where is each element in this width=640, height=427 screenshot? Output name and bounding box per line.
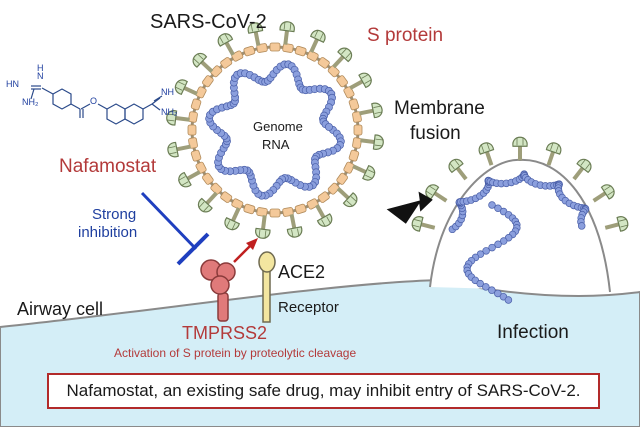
infection-label: Infection	[497, 322, 569, 343]
conclusion-box: Nafamostat, an existing safe drug, may i…	[47, 373, 600, 409]
spike-protein	[217, 33, 235, 56]
spike-protein	[352, 164, 376, 181]
genome-label-line1: Genome	[253, 119, 303, 134]
spike-protein	[604, 216, 629, 232]
spike-protein	[286, 213, 303, 238]
spike-protein	[192, 52, 214, 73]
spike-protein	[572, 158, 592, 181]
spike-protein	[478, 142, 495, 166]
spike-protein	[332, 47, 353, 69]
vesicle-genome-rna	[448, 170, 590, 304]
strong-inhibition-line1: Strong	[92, 206, 137, 223]
sars-cov-2-virion	[166, 21, 384, 239]
spike-protein	[166, 110, 190, 126]
virus-name-label: SARS-CoV-2	[150, 11, 267, 33]
spike-protein	[545, 142, 562, 166]
genome-label-line2: RNA	[262, 137, 290, 152]
membrane-fusion-line1: Membrane	[394, 98, 485, 119]
molecule-atom-h: H	[37, 63, 44, 73]
spike-protein	[197, 191, 218, 213]
spike-protein	[309, 29, 326, 53]
airway-cell-label: Airway cell	[17, 299, 104, 319]
conclusion-text: Nafamostat, an existing safe drug, may i…	[66, 381, 581, 400]
spike-protein	[592, 184, 615, 203]
molecule-atom-nh2-left: NH₂	[22, 97, 39, 107]
spike-protein	[279, 21, 295, 45]
strong-inhibition-line2: inhibition	[78, 224, 138, 241]
vesicle-spikes	[411, 136, 629, 232]
spike-protein	[336, 187, 358, 208]
cleavage-arrow	[233, 238, 258, 263]
spike-protein	[174, 79, 198, 96]
s-protein-label: S protein	[367, 25, 444, 46]
molecule-atom-o: O	[90, 96, 98, 106]
activation-caption: Activation of S protein by proteolytic c…	[114, 346, 357, 360]
spike-protein	[425, 184, 448, 203]
molecule-atom-nh-right: NH	[161, 87, 174, 97]
spike-protein	[358, 102, 383, 119]
molecule-atom-nh: N	[37, 71, 44, 81]
spike-protein	[255, 215, 271, 239]
spike-protein	[224, 207, 241, 231]
spike-protein	[178, 170, 201, 188]
spike-protein	[167, 141, 192, 158]
molecule-atom-nh2-right: NH₂	[161, 107, 178, 117]
spike-protein	[411, 216, 436, 232]
tmprss2-label: TMPRSS2	[182, 323, 268, 343]
spike-protein	[512, 136, 528, 161]
nafamostat-label: Nafamostat	[59, 156, 157, 177]
spike-protein	[315, 204, 333, 227]
membrane-fusion-line2: fusion	[410, 123, 461, 144]
spike-protein	[247, 22, 264, 47]
tmprss2-protease	[200, 259, 236, 322]
receptor-label: Receptor	[278, 299, 339, 316]
nafamostat-structure	[30, 85, 163, 125]
spike-protein	[360, 134, 384, 150]
molecule-atom-hn: HN	[6, 79, 19, 89]
ace2-receptor	[258, 251, 276, 323]
ace2-label: ACE2	[278, 262, 326, 282]
big-right-arrow	[386, 191, 433, 224]
spike-protein	[349, 72, 372, 90]
inhibition-bar-arrow	[140, 191, 210, 266]
spike-protein	[448, 158, 468, 181]
